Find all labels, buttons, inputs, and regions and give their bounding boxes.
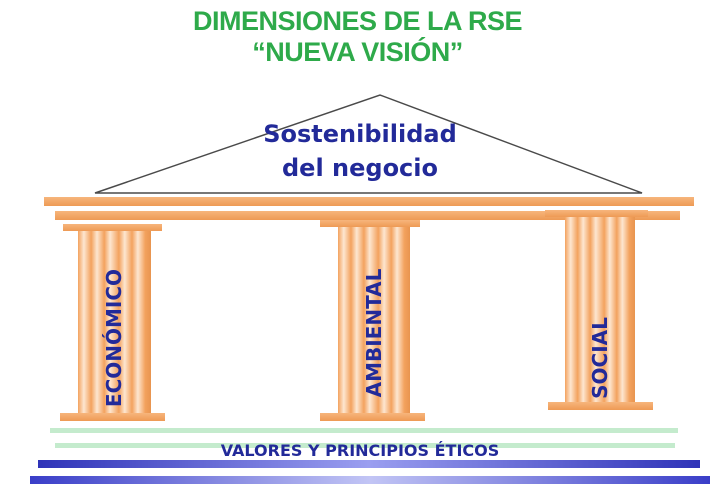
- pillar-label-ambiental: AMBIENTAL: [362, 268, 386, 398]
- pillar-economico: [60, 224, 165, 421]
- pillar-label-economico: ECONÓMICO: [102, 268, 126, 408]
- pillar-social: [545, 210, 653, 410]
- pillar-ambiental: [320, 220, 425, 421]
- second-beam: [55, 211, 680, 220]
- base-step-blue-1: [38, 460, 700, 468]
- roof-label-line-1: Sostenibilidad: [263, 120, 457, 148]
- base-label: VALORES Y PRINCIPIOS ÉTICOS: [220, 441, 500, 460]
- roof-triangle: [94, 94, 643, 194]
- roof-label-line-2: del negocio: [281, 154, 438, 182]
- diagram-title-line-1: DIMENSIONES DE LA RSE: [192, 6, 523, 36]
- base-step-green-1: [50, 428, 678, 433]
- base-step-green-2: [55, 443, 675, 448]
- top-beam: [44, 197, 694, 206]
- diagram-title-line-2: “NUEVA VISIÓN”: [252, 37, 463, 67]
- base-step-blue-2: [30, 476, 710, 484]
